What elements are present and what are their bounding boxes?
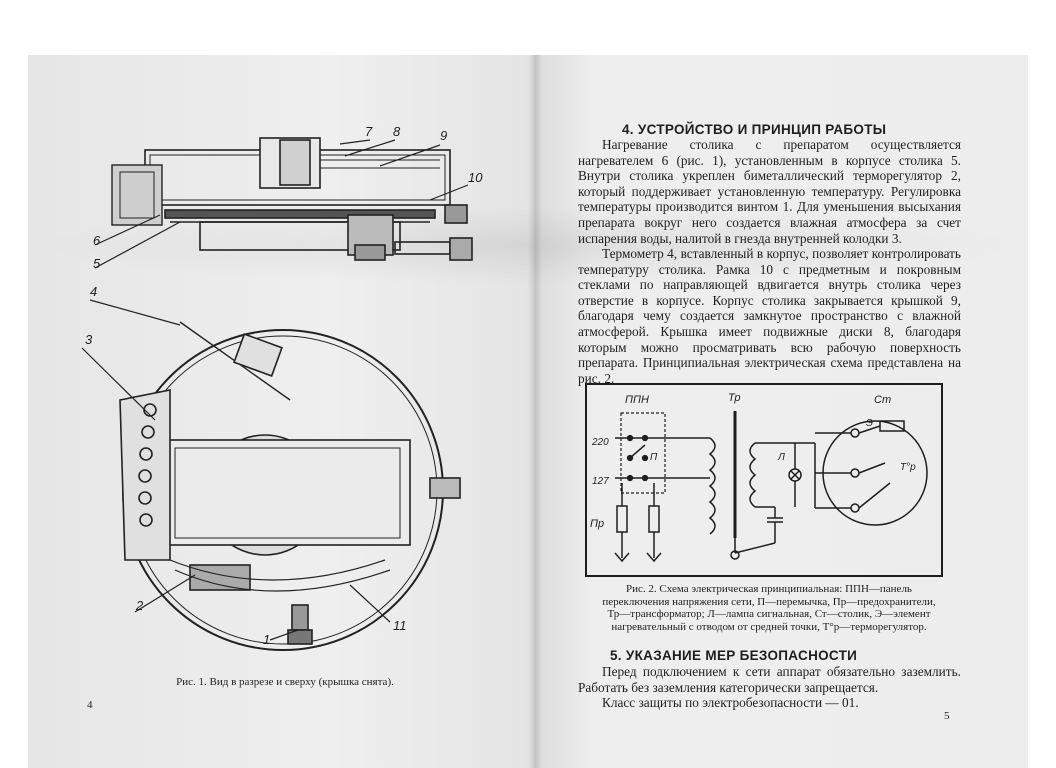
fig1-label-2: 2 <box>136 598 144 613</box>
section-5-title: 5. УКАЗАНИЕ МЕР БЕЗОПАСНОСТИ <box>610 648 858 663</box>
section-4-paragraph-1: Нагревание столика с препаратом осуществ… <box>578 137 961 246</box>
fig1-label-4: 4 <box>90 284 98 299</box>
section-5-paragraph-2: Класс защиты по электробезопасности — 01… <box>602 695 859 710</box>
section-4-paragraph-2: Термометр 4, вставленный в корпус, позво… <box>578 246 961 386</box>
fig1-label-9: 9 <box>440 128 448 143</box>
fig1-label-6: 6 <box>93 233 101 248</box>
figure-1-caption: Рис. 1. Вид в разрезе и сверху (крышка с… <box>176 676 394 688</box>
fig2-label-e: Э <box>866 418 873 429</box>
fig1-label-11: 11 <box>393 618 407 633</box>
fig2-label-220: 220 <box>592 437 609 448</box>
section-4-title: 4. УСТРОЙСТВО И ПРИНЦИП РАБОТЫ <box>622 122 887 137</box>
fig1-label-5: 5 <box>93 256 101 271</box>
fig1-label-1: 1 <box>263 632 271 647</box>
plan-view <box>119 321 461 651</box>
fig2-label-st: Ст <box>874 394 892 406</box>
cross-section-leaders <box>94 139 469 269</box>
fig2-label-p: П <box>650 452 658 463</box>
figure-2-circuit <box>585 383 943 577</box>
figure-2-caption: Рис. 2. Схема электрическая принципиальн… <box>602 583 936 633</box>
fig2-label-ppn: ППН <box>625 394 649 406</box>
plan-view-leaders <box>81 299 391 641</box>
book-fold <box>528 55 542 768</box>
fig2-label-tr: Тр <box>728 392 741 404</box>
fig2-label-127: 127 <box>592 476 609 487</box>
fig1-label-8: 8 <box>393 124 401 139</box>
section-5-paragraph-1: Перед подключением к сети аппарат обязат… <box>578 664 961 695</box>
fig2-label-tp: Т°р <box>900 462 916 473</box>
cross-section-view <box>111 137 473 261</box>
page-number-left: 4 <box>87 699 93 711</box>
fig1-label-7: 7 <box>365 124 373 139</box>
page-number-right: 5 <box>944 710 950 722</box>
fig2-label-l: Л <box>778 452 785 463</box>
fig2-label-pr: Пр <box>590 518 605 530</box>
right-page <box>535 55 1028 768</box>
fig1-label-3: 3 <box>85 332 93 347</box>
fig1-label-10: 10 <box>468 170 483 185</box>
